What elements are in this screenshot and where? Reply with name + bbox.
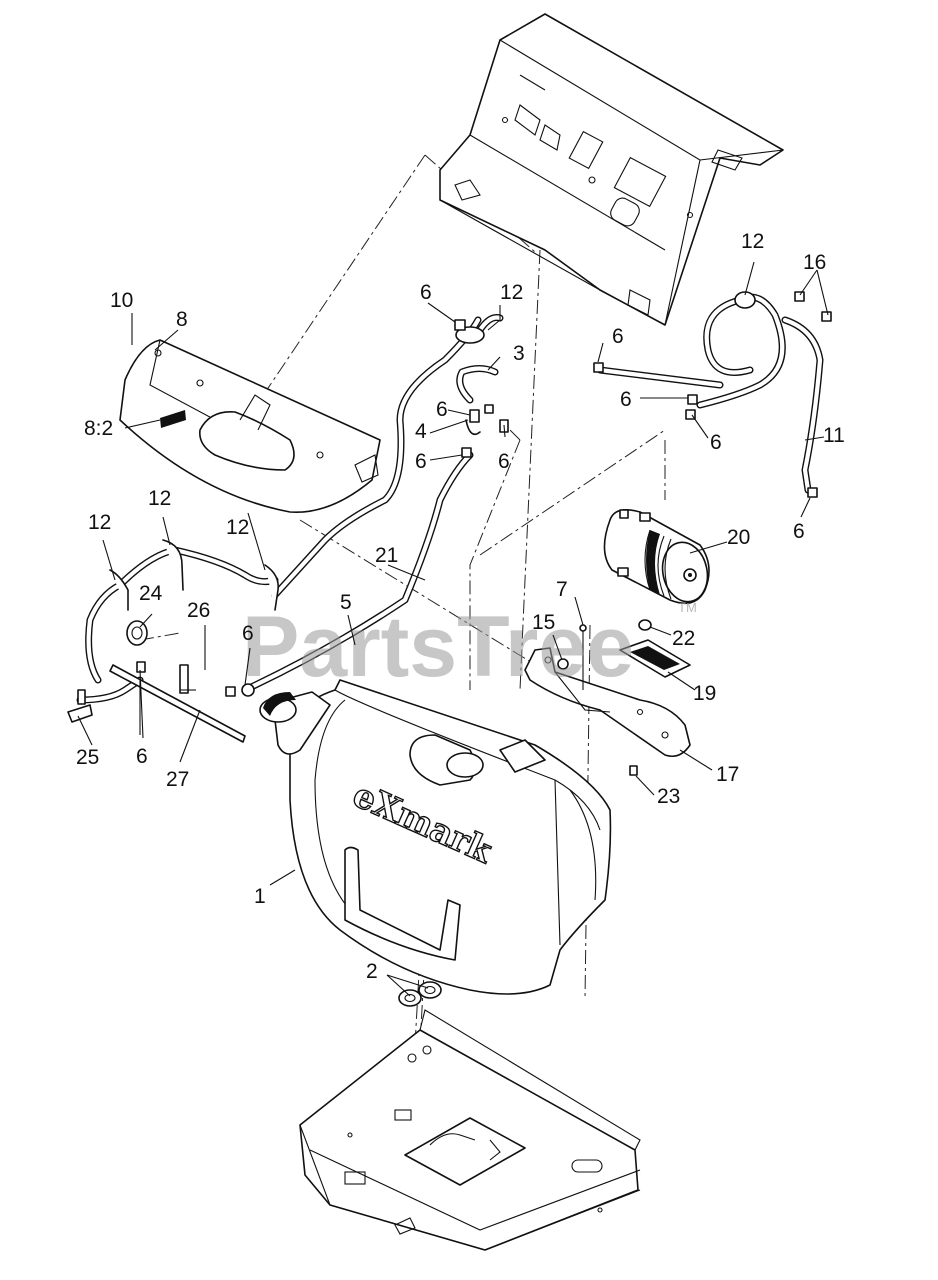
callout-11: 11 xyxy=(823,424,845,447)
fitting-25 xyxy=(67,689,93,723)
callout-labels: 1 2 3 4 5 6 6 6 6 6 6 6 6 6 6 7 8 8:2 10… xyxy=(76,230,845,983)
callout-6-bottom-left: 6 xyxy=(136,745,148,768)
callout-24: 24 xyxy=(139,582,163,605)
callout-2: 2 xyxy=(366,960,378,983)
callout-6-mid: 6 xyxy=(415,450,427,473)
callout-10: 10 xyxy=(110,289,133,312)
callout-16: 16 xyxy=(803,251,826,274)
callout-12-right: 12 xyxy=(741,230,764,253)
hose-clamps xyxy=(109,291,832,697)
callout-6-canister-top: 6 xyxy=(612,325,624,348)
callout-22: 22 xyxy=(672,627,695,650)
floor-pan xyxy=(299,1009,641,1251)
rod-27 xyxy=(109,664,246,743)
callout-12-left-c: 12 xyxy=(226,516,249,539)
watermark: PartsTree TM xyxy=(242,599,697,695)
callout-12-top: 12 xyxy=(500,281,523,304)
watermark-text: PartsTree xyxy=(242,599,634,695)
callout-6-upper: 6 xyxy=(436,398,448,421)
grommets-2 xyxy=(398,981,442,1007)
callout-6-canister-low: 6 xyxy=(710,431,722,454)
nut-22 xyxy=(638,619,652,631)
callout-20: 20 xyxy=(727,526,750,549)
callout-26: 26 xyxy=(187,599,210,622)
callout-25: 25 xyxy=(76,746,99,769)
callout-21: 21 xyxy=(375,544,398,567)
bolt-23 xyxy=(629,765,638,776)
callout-7: 7 xyxy=(556,578,568,601)
grommet-24 xyxy=(126,620,148,646)
charcoal-canister-20 xyxy=(603,509,710,605)
callout-6-right: 6 xyxy=(498,450,510,473)
callout-15: 15 xyxy=(532,611,555,634)
callout-6-far-right: 6 xyxy=(793,520,805,543)
rear-panel-bracket xyxy=(439,13,784,326)
fuel-tank-1 xyxy=(259,679,612,995)
callout-6-top: 6 xyxy=(420,281,432,304)
leader-lines xyxy=(77,261,829,997)
watermark-trademark: TM xyxy=(678,600,697,615)
callout-12-left-b: 12 xyxy=(148,487,171,510)
callout-3: 3 xyxy=(513,342,525,365)
callout-6-left-hose: 6 xyxy=(242,622,254,645)
control-cover-8 xyxy=(119,339,381,514)
nut-15 xyxy=(557,658,569,670)
callout-8: 8 xyxy=(176,308,188,331)
callout-4: 4 xyxy=(415,420,427,443)
callout-19: 19 xyxy=(693,682,716,705)
callout-12-left-a: 12 xyxy=(88,511,111,534)
callout-1: 1 xyxy=(254,885,266,908)
hose-end-5 xyxy=(241,683,255,697)
pad-19 xyxy=(619,639,691,678)
mounting-bracket-17 xyxy=(524,647,691,758)
fuel-hoses xyxy=(76,293,824,704)
callout-6-canister-mid: 6 xyxy=(620,388,632,411)
callout-5: 5 xyxy=(340,591,352,614)
alignment-lines xyxy=(139,154,666,1046)
callout-23: 23 xyxy=(657,785,680,808)
callout-8-2: 8:2 xyxy=(84,417,113,440)
elbow-fitting-26 xyxy=(179,664,196,694)
callout-17: 17 xyxy=(716,763,739,786)
callout-27: 27 xyxy=(166,768,189,791)
